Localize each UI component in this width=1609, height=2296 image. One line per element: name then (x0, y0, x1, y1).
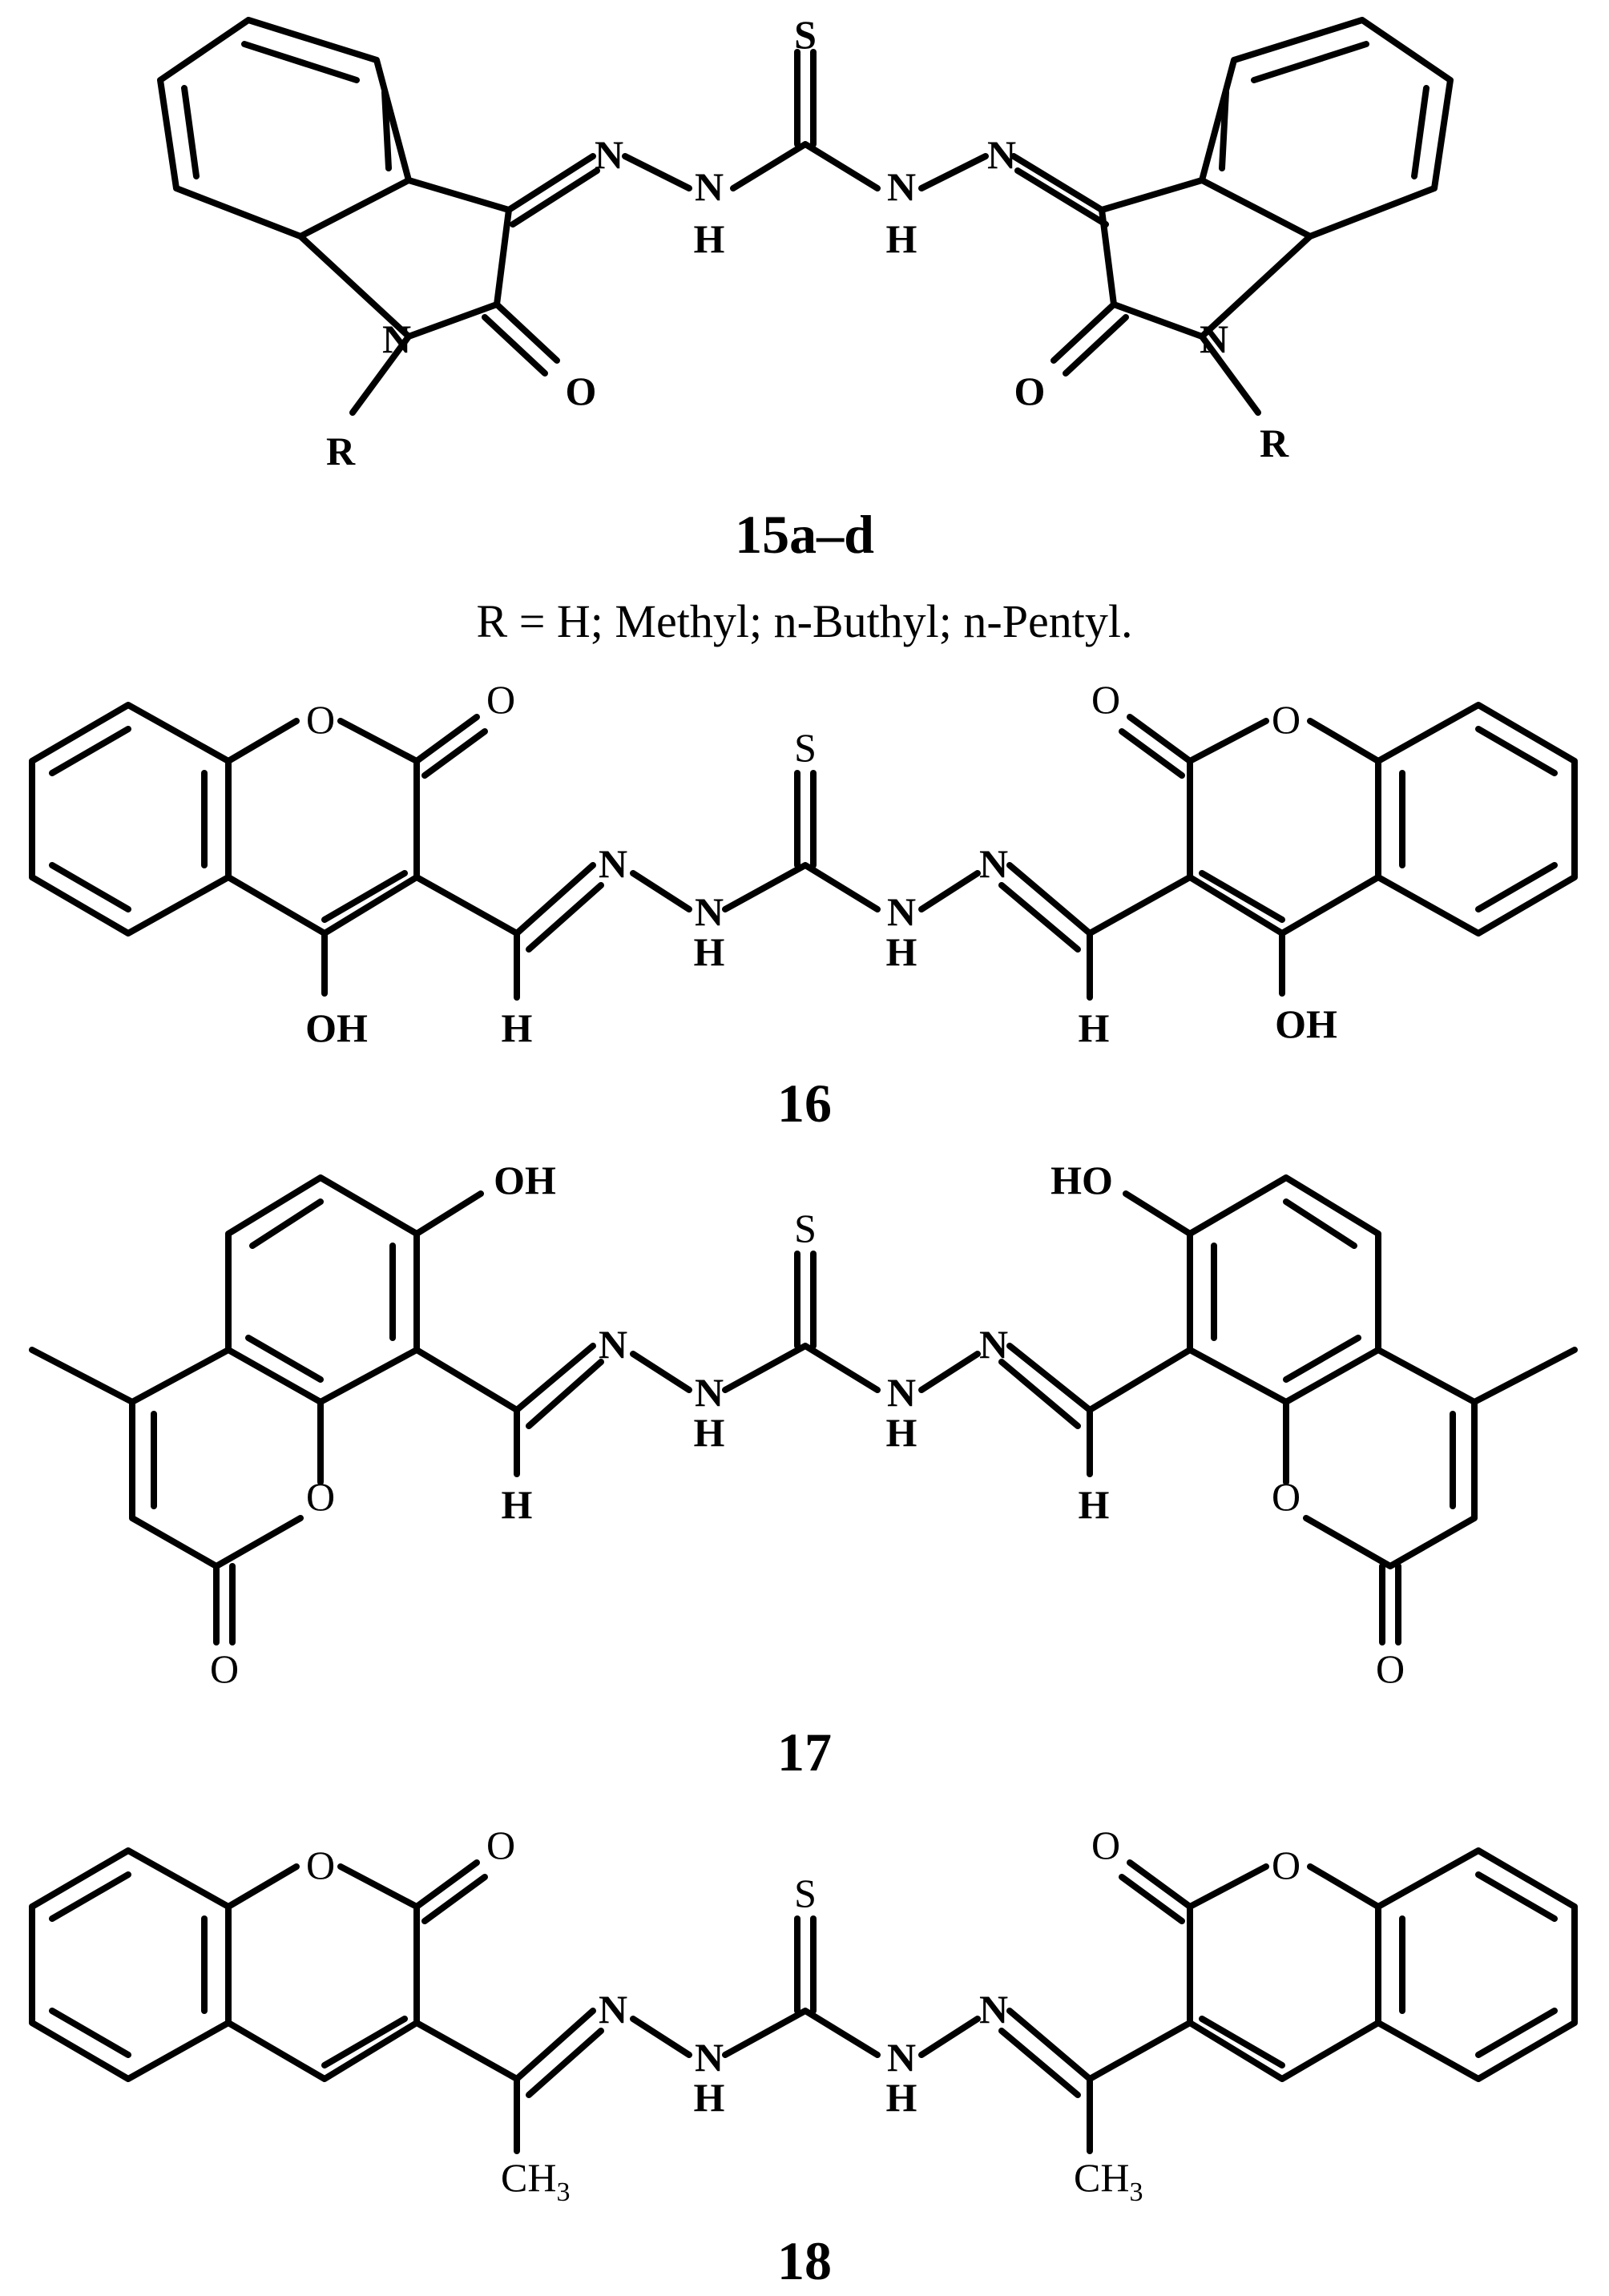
compound-caption: 16 (777, 1073, 832, 1134)
nitrogen-atom-label: N (979, 1987, 1008, 2032)
hydrogen-atom-label: H (886, 2075, 917, 2120)
hydrogen-atom-label: H (694, 929, 725, 974)
sulfur-atom-label: S (794, 12, 817, 57)
sulfur-atom-label: S (794, 1871, 817, 1915)
nitrogen-atom-label: N (599, 1987, 627, 2032)
nitrogen-atom-label: N (695, 889, 724, 934)
hydrogen-atom-label: H (1079, 1005, 1110, 1050)
hydroxyl-label: OH (494, 1158, 556, 1202)
hydrogen-atom-label: H (502, 1005, 533, 1050)
nitrogen-atom-label: N (887, 1370, 916, 1415)
nitrogen-atom-label: N (695, 2035, 724, 2080)
structure-16: O O O O S N N H N H N OH H H OH 16 (29, 677, 1578, 1134)
oxygen-atom-label: O (1272, 1843, 1301, 1887)
compound-caption: 15a–d (735, 504, 874, 565)
oxygen-atom-label: O (486, 677, 515, 722)
structure-18: O O O O S N N H N H N CH3 CH3 18 (29, 1823, 1578, 2291)
nitrogen-atom-label: N (382, 316, 411, 361)
nitrogen-atom-label: N (695, 1370, 724, 1415)
oxygen-atom-label: O (306, 697, 335, 742)
oxygen-atom-label: O (306, 1843, 335, 1887)
oxygen-atom-label: O (1014, 369, 1046, 413)
hydroxyl-label: OH (1275, 1001, 1337, 1046)
substituent-note: R = H; Methyl; n-Buthyl; n-Pentyl. (477, 595, 1133, 647)
hydrogen-atom-label: H (886, 216, 917, 261)
oxygen-atom-label: O (486, 1823, 515, 1867)
nitrogen-atom-label: N (887, 164, 916, 209)
methyl-label: CH3 (501, 2155, 570, 2207)
sulfur-atom-label: S (794, 725, 817, 770)
hydrogen-atom-label: H (1079, 1482, 1110, 1527)
oxygen-atom-label: O (1376, 1646, 1405, 1691)
nitrogen-atom-label: N (595, 132, 623, 177)
structure-15a-d: S N N H N H N N N O O R R 15a–d R = H; M… (157, 12, 1454, 647)
methyl-label: CH3 (1074, 2155, 1143, 2207)
hydrogen-atom-label: H (694, 1410, 725, 1455)
nitrogen-atom-label: N (987, 132, 1016, 177)
nitrogen-atom-label: N (887, 2035, 916, 2080)
compound-caption: 17 (777, 1722, 832, 1782)
hydroxyl-label: HO (1050, 1158, 1113, 1202)
oxygen-atom-label: O (1091, 677, 1120, 722)
r-group-label: R (1260, 421, 1289, 465)
oxygen-atom-label: O (1091, 1823, 1120, 1867)
oxygen-atom-label: O (566, 369, 597, 413)
hydrogen-atom-label: H (886, 929, 917, 974)
hydroxyl-label: OH (305, 1005, 368, 1050)
oxygen-atom-label: O (1272, 1474, 1301, 1519)
oxygen-atom-label: O (306, 1474, 335, 1519)
hydrogen-atom-label: H (886, 1410, 917, 1455)
sulfur-atom-label: S (794, 1206, 817, 1251)
r-group-label: R (326, 429, 356, 473)
hydrogen-atom-label: H (694, 216, 725, 261)
nitrogen-atom-label: N (979, 1322, 1008, 1367)
hydrogen-atom-label: H (694, 2075, 725, 2120)
oxygen-atom-label: O (1272, 697, 1301, 742)
nitrogen-atom-label: N (599, 1322, 627, 1367)
compound-caption: 18 (777, 2230, 832, 2291)
hydrogen-atom-label: H (502, 1482, 533, 1527)
nitrogen-atom-label: N (599, 841, 627, 886)
structure-17: OH HO S N N H N H N O O H H O O 17 (29, 1158, 1578, 1782)
oxygen-atom-label: O (210, 1646, 239, 1691)
nitrogen-atom-label: N (887, 889, 916, 934)
nitrogen-atom-label: N (1200, 316, 1228, 361)
nitrogen-atom-label: N (979, 841, 1008, 886)
nitrogen-atom-label: N (695, 164, 724, 209)
